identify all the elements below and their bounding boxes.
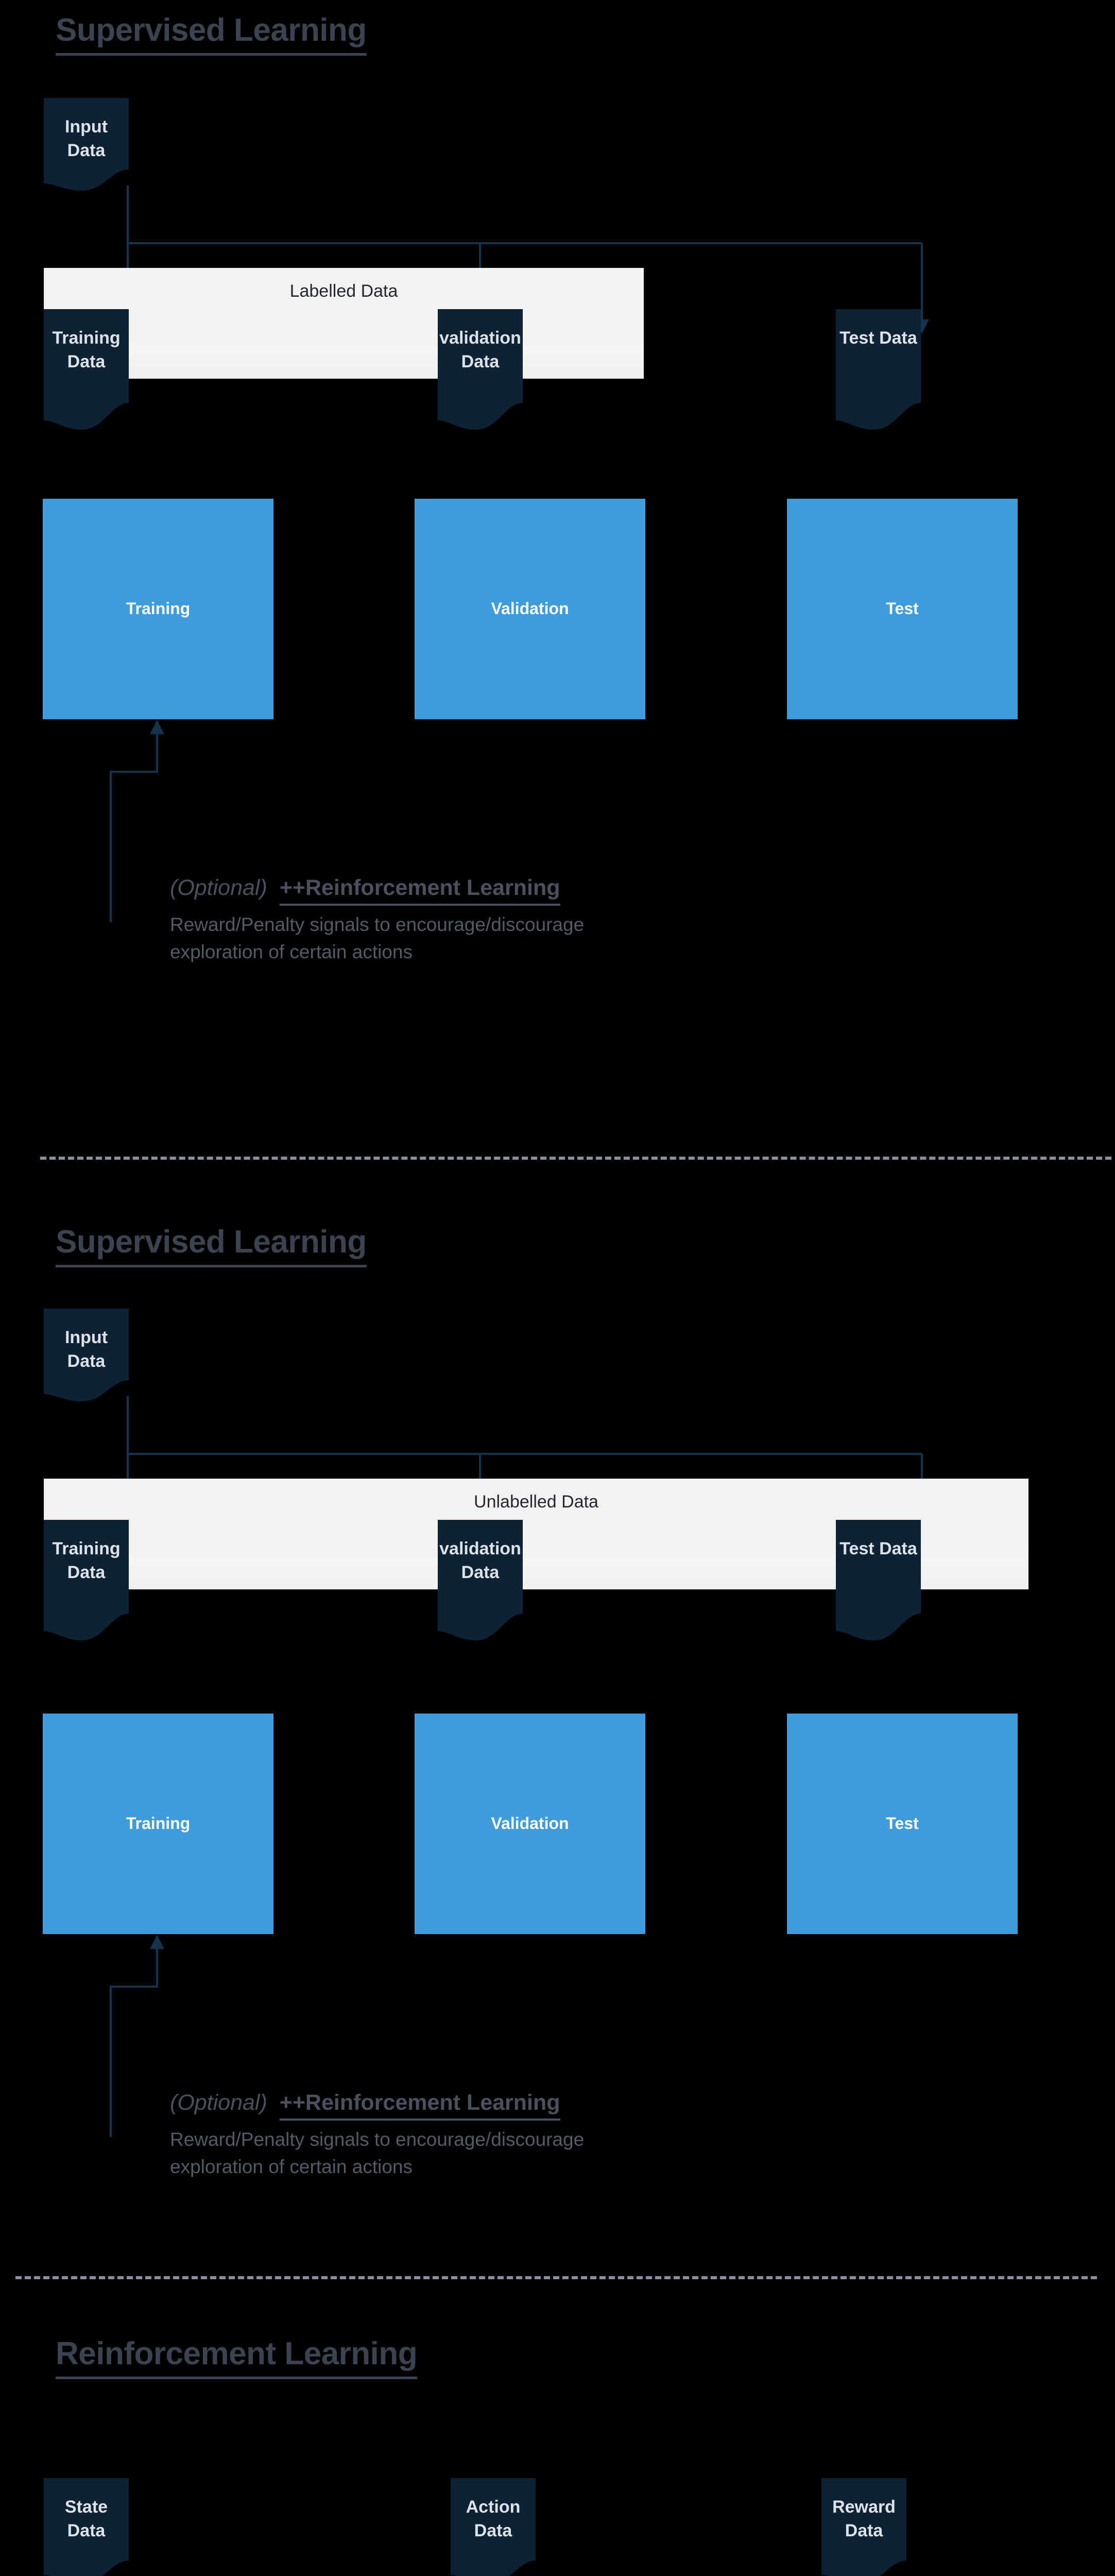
section-title-text: Supervised Learning <box>56 1224 367 1267</box>
card-label-line2: Data <box>461 351 500 371</box>
card-label-line1: Action <box>466 2497 521 2517</box>
card-label: Input Data <box>64 117 108 160</box>
card-label-line1: Training <box>52 1539 121 1558</box>
section-title-text: Reinforcement Learning <box>56 2336 418 2379</box>
card-label-line2: Data <box>67 351 106 371</box>
document-shape-icon <box>44 1520 129 1640</box>
stage-label: Test <box>886 599 919 618</box>
stage-box-test-2[interactable]: Test <box>787 1714 1018 1934</box>
rl-note-2: (Optional) ++Reinforcement Learning Rewa… <box>170 2090 585 2180</box>
card-label-line2: Data <box>461 1562 500 1582</box>
section-separator-1 <box>40 1157 1111 1160</box>
rl-body-line1: Reward/Penalty signals to encourage/disc… <box>170 914 585 936</box>
rl-body-line1: Reward/Penalty signals to encourage/disc… <box>170 2129 585 2150</box>
card-label-line1: State Data <box>64 2497 108 2540</box>
document-shape-icon <box>438 1520 523 1640</box>
stage-box-validation-2[interactable]: Validation <box>415 1714 645 1934</box>
rl-heading: ++Reinforcement Learning <box>279 875 560 906</box>
card-label-line2: Data <box>67 1562 106 1582</box>
stage-box-training-1[interactable]: Training <box>43 499 273 719</box>
stage-label: Test <box>886 1814 919 1833</box>
band-label: Labelled Data <box>289 281 398 301</box>
rl-body-line2: exploration of certain actions <box>170 941 413 962</box>
card-reward-data: Reward Data <box>821 2478 906 2576</box>
stage-label: Validation <box>491 1814 569 1833</box>
document-shape-icon <box>451 2478 536 2576</box>
rl-note-1: (Optional) ++Reinforcement Learning Rewa… <box>170 875 585 965</box>
stage-label: Training <box>126 1814 191 1833</box>
stage-box-test-1[interactable]: Test <box>787 499 1018 719</box>
rl-body-line2: exploration of certain actions <box>170 2156 413 2177</box>
card-label-line2: Data <box>474 2520 512 2540</box>
stage-label: Validation <box>491 599 569 618</box>
document-shape-icon <box>44 1309 129 1401</box>
card-state-data: State Data <box>44 2478 129 2576</box>
document-shape-icon <box>438 309 523 430</box>
section-title-supervised-2: Supervised Learning <box>56 1224 367 1267</box>
section-separator-2 <box>15 2276 1097 2279</box>
rl-optional-label: (Optional) <box>170 2090 267 2115</box>
document-shape-icon <box>44 309 129 430</box>
card-input-data-2: Input Data <box>44 1309 129 1404</box>
card-validation-data-1: validation Data <box>438 309 523 433</box>
card-test-data-2: Test Data <box>836 1520 921 1643</box>
stage-box-training-2[interactable]: Training <box>43 1714 273 1934</box>
document-shape-icon <box>836 1520 921 1640</box>
rl-optional-label: (Optional) <box>170 875 267 900</box>
document-shape-icon <box>44 98 129 191</box>
card-label-line1: validation <box>439 328 521 348</box>
card-input-data-1: Input Data <box>44 98 129 193</box>
card-label-line1: validation <box>439 1539 521 1558</box>
card-test-data-1: Test Data <box>836 309 921 433</box>
section-title-reinforcement: Reinforcement Learning <box>56 2336 418 2379</box>
band-label: Unlabelled Data <box>474 1492 598 1512</box>
card-validation-data-2: validation Data <box>438 1520 523 1643</box>
card-training-data-1: Training Data <box>44 309 129 433</box>
rl-heading: ++Reinforcement Learning <box>279 2090 560 2121</box>
section-title-text: Supervised Learning <box>56 12 367 56</box>
card-label-line2: Data <box>845 2520 883 2540</box>
card-label-line1: Test Data <box>839 1539 917 1558</box>
band-labelled-data-1: Labelled Data <box>44 268 644 379</box>
stage-box-validation-1[interactable]: Validation <box>415 499 645 719</box>
document-shape-icon <box>836 309 921 430</box>
document-shape-icon <box>44 2478 129 2576</box>
card-label-line1: Training <box>52 328 121 348</box>
section-title-supervised-1: Supervised Learning <box>56 12 367 56</box>
card-label-line1: Test Data <box>839 328 917 348</box>
card-action-data: Action Data <box>451 2478 536 2576</box>
document-shape-icon <box>821 2478 906 2576</box>
card-label-line1: Reward <box>832 2497 896 2517</box>
card-label: Input Data <box>64 1328 108 1371</box>
stage-label: Training <box>126 599 191 618</box>
card-training-data-2: Training Data <box>44 1520 129 1643</box>
